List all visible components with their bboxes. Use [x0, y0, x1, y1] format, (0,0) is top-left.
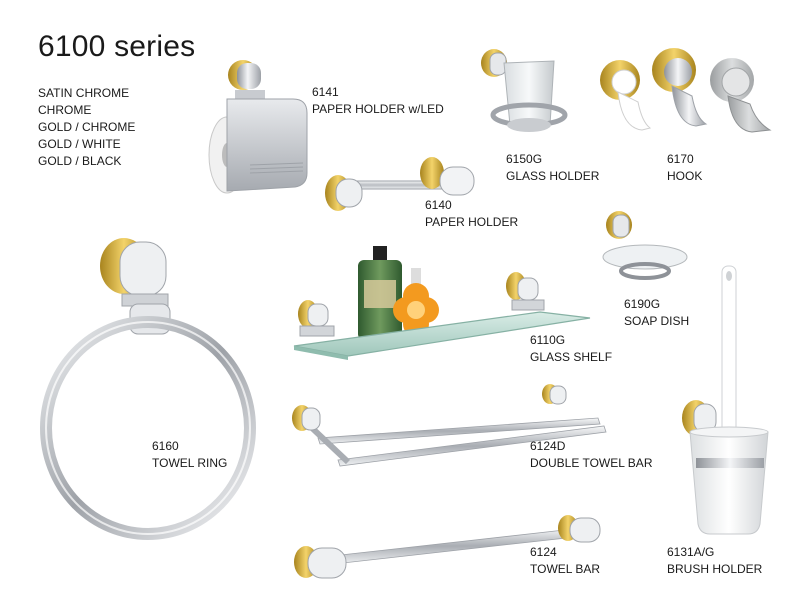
product-name: GLASS SHELF: [530, 350, 613, 364]
product-code: 6124D: [530, 439, 566, 453]
product-label-6150g: 6150G GLASS HOLDER: [506, 151, 599, 185]
towel-ring-image: [40, 238, 256, 540]
double-towel-bar-image: [292, 384, 607, 467]
product-name: GLASS HOLDER: [506, 169, 600, 183]
product-label-6124: 6124 TOWEL BAR: [530, 544, 600, 578]
product-code: 6190G: [624, 297, 661, 311]
finish-list: SATIN CHROME CHROME GOLD / CHROME GOLD /…: [38, 85, 135, 170]
product-code: 6131A/G: [667, 545, 715, 559]
finish-item: CHROME: [38, 103, 92, 117]
product-code: 6141: [312, 85, 339, 99]
soap-dish-image: [602, 211, 688, 280]
product-code: 6160: [152, 439, 179, 453]
product-name: TOWEL RING: [152, 456, 228, 470]
product-label-6131ag: 6131A/G BRUSH HOLDER: [667, 544, 762, 578]
product-label-6140: 6140 PAPER HOLDER: [425, 197, 518, 231]
glass-shelf-image: [293, 246, 591, 360]
product-label-6124d: 6124D DOUBLE TOWEL BAR: [530, 438, 652, 472]
brush-holder-image: [682, 265, 769, 535]
paper-holder-led-image: [208, 60, 308, 194]
finish-item: SATIN CHROME: [38, 86, 130, 100]
product-label-6190g: 6190G SOAP DISH: [624, 296, 689, 330]
finish-item: GOLD / WHITE: [38, 137, 121, 151]
product-label-6141: 6141 PAPER HOLDER w/LED: [312, 84, 444, 118]
product-name: DOUBLE TOWEL BAR: [530, 456, 653, 470]
finish-item: GOLD / CHROME: [38, 120, 136, 134]
glass-holder-image: [481, 49, 568, 132]
product-name: HOOK: [667, 169, 703, 183]
hook-image: [600, 48, 772, 133]
finish-item: GOLD / BLACK: [38, 154, 122, 168]
product-name: SOAP DISH: [624, 314, 690, 328]
product-name: TOWEL BAR: [530, 562, 601, 576]
product-name: BRUSH HOLDER: [667, 562, 763, 576]
product-code: 6170: [667, 152, 694, 166]
towel-bar-image: [294, 515, 601, 579]
paper-holder-image: [325, 157, 475, 211]
product-name: PAPER HOLDER w/LED: [312, 102, 444, 116]
product-label-6170: 6170 HOOK: [667, 151, 702, 185]
product-code: 6140: [425, 198, 452, 212]
page-title: 6100 series: [38, 30, 196, 63]
product-label-6110g: 6110G GLASS SHELF: [530, 332, 612, 366]
product-code: 6110G: [530, 333, 566, 347]
product-code: 6150G: [506, 152, 543, 166]
product-label-6160: 6160 TOWEL RING: [152, 438, 227, 472]
product-code: 6124: [530, 545, 557, 559]
product-name: PAPER HOLDER: [425, 215, 519, 229]
